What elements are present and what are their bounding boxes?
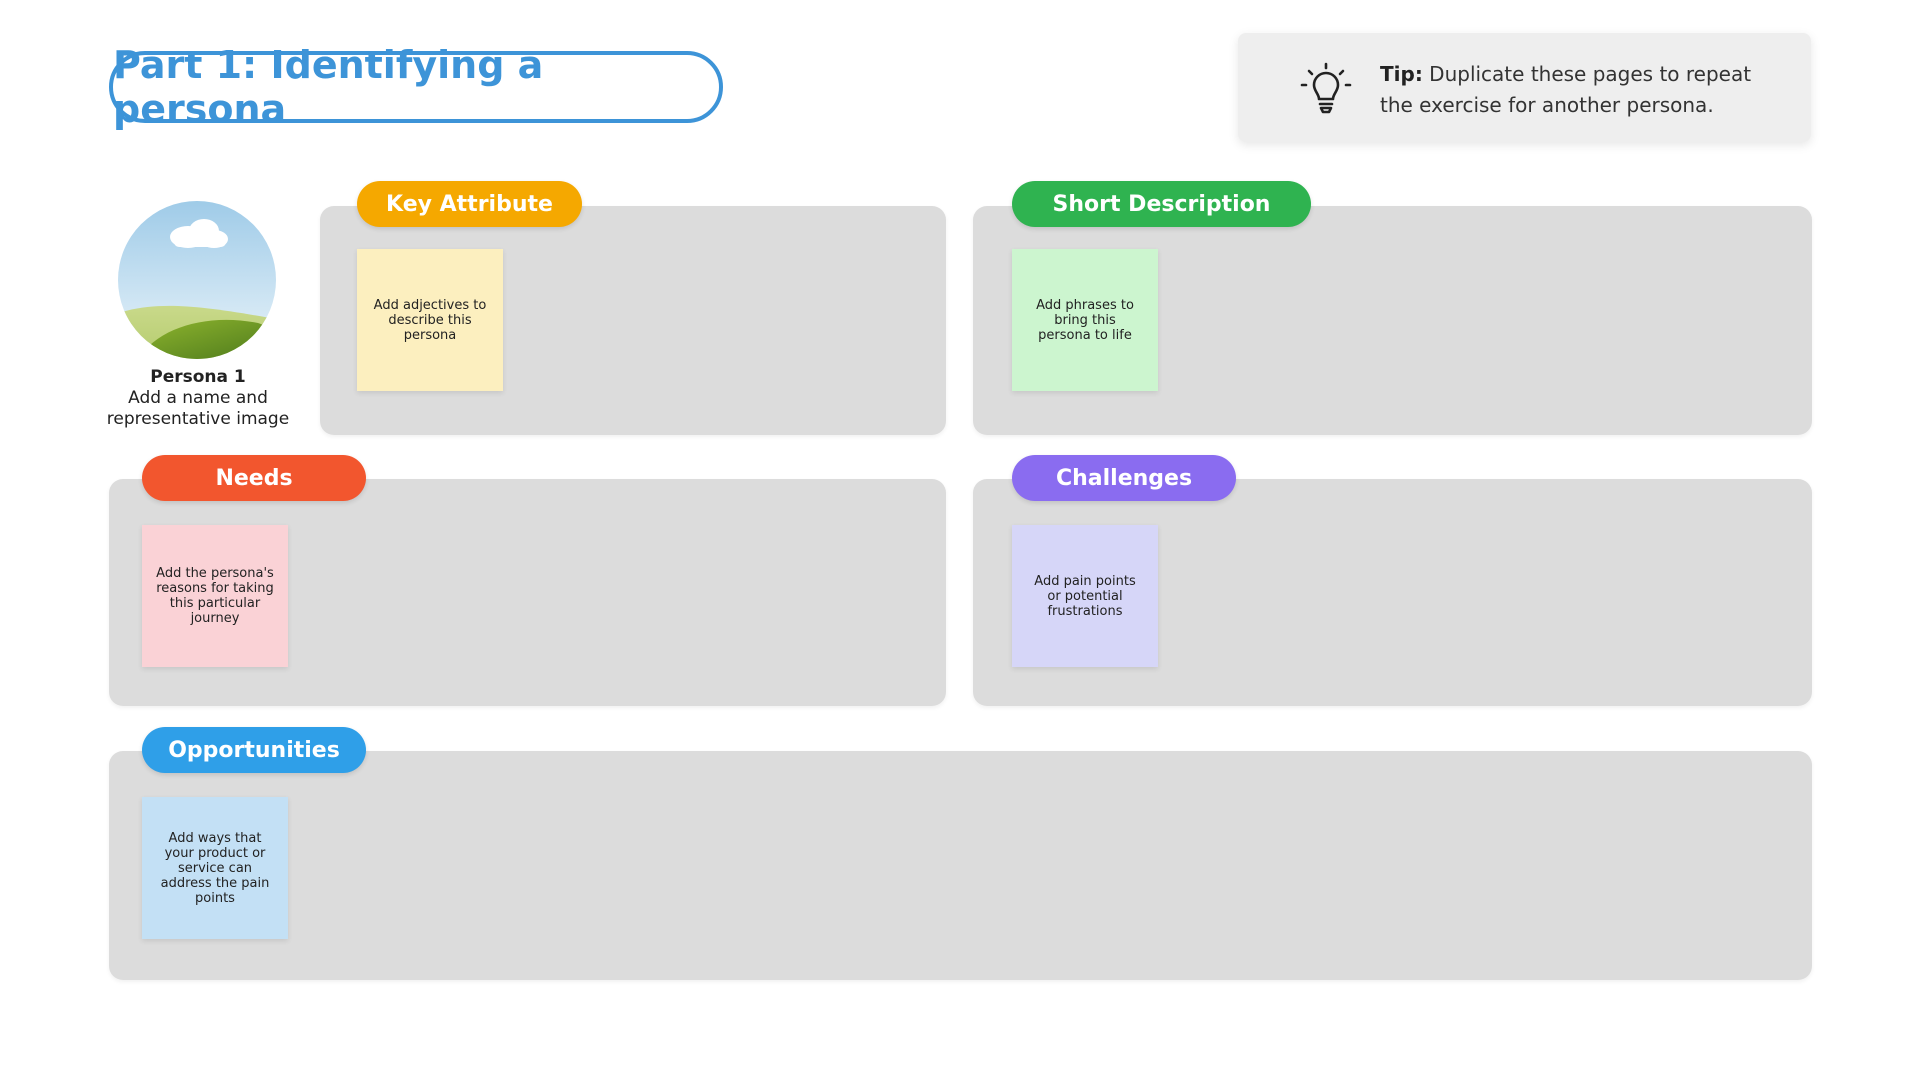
persona-hint: Add a name and representative image xyxy=(106,388,290,429)
lightbulb-icon xyxy=(1298,61,1354,117)
short-description-label: Short Description xyxy=(1012,181,1311,227)
challenges-sticky-note[interactable]: Add pain points or potential frustration… xyxy=(1012,525,1158,667)
page-title-text: Part 1: Identifying a persona xyxy=(113,43,544,131)
sticky-note-text: Add ways that your product or service ca… xyxy=(160,830,270,906)
persona-name: Persona 1 xyxy=(150,367,246,387)
tip-body: Duplicate these pages to repeat the exer… xyxy=(1380,62,1752,117)
needs-label-text: Needs xyxy=(215,465,293,491)
challenges-label-text: Challenges xyxy=(1055,465,1193,491)
needs-label: Needs xyxy=(142,455,366,501)
opportunities-label: Opportunities xyxy=(142,727,366,773)
opportunities-label-text: Opportunities xyxy=(168,737,340,763)
page-title: Part 1: Identifying a persona xyxy=(109,43,723,131)
sticky-note-text: Add the persona's reasons for taking thi… xyxy=(156,566,274,626)
persona-caption: Persona 1 Add a name and representative … xyxy=(100,367,296,430)
needs-sticky-note[interactable]: Add the persona's reasons for taking thi… xyxy=(142,525,288,667)
sticky-note-text: Add adjectives to describe this persona xyxy=(373,297,487,343)
sticky-note-text: Add phrases to bring this persona to lif… xyxy=(1036,297,1134,343)
sticky-note-text: Add pain points or potential frustration… xyxy=(1034,573,1136,619)
tip-text: Tip: Duplicate these pages to repeat the… xyxy=(1380,59,1780,121)
tip-label: Tip: xyxy=(1380,62,1423,86)
opportunities-panel xyxy=(109,751,1812,980)
key-attribute-label-text: Key Attribute xyxy=(386,191,553,217)
key-attribute-sticky-note[interactable]: Add adjectives to describe this persona xyxy=(357,249,503,391)
tip-box: Tip: Duplicate these pages to repeat the… xyxy=(1238,33,1811,142)
persona-avatar[interactable] xyxy=(118,201,276,359)
short-description-label-text: Short Description xyxy=(1052,191,1271,217)
key-attribute-label: Key Attribute xyxy=(357,181,582,227)
challenges-label: Challenges xyxy=(1012,455,1236,501)
landscape-avatar-icon xyxy=(118,201,276,359)
opportunities-sticky-note[interactable]: Add ways that your product or service ca… xyxy=(142,797,288,939)
short-description-sticky-note[interactable]: Add phrases to bring this persona to lif… xyxy=(1012,249,1158,391)
